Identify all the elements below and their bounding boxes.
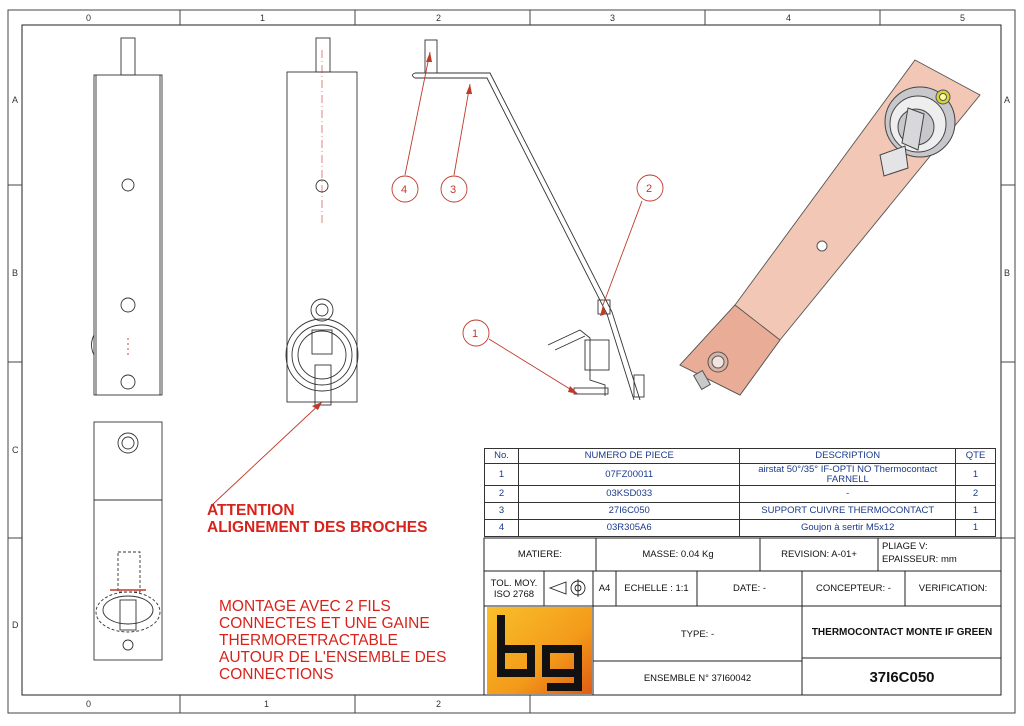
bom-cell-part: 03R305A6 [517,519,741,537]
tolerance-symbol [548,579,586,597]
col-label-0: 0 [86,13,92,23]
montage-line: THERMORETRACTABLE [219,632,398,649]
bom-row: 3 27I6C050 SUPPORT CUIVRE THERMOCONTACT … [484,502,996,520]
montage-line: CONNECTIONS [219,666,334,683]
tb-concepteur: CONCEPTEUR: - [816,583,891,594]
attention-line-2: ALIGNEMENT DES BROCHES [207,519,428,536]
tb-verification: VERIFICATION: [918,583,988,594]
tb-pliage: PLIAGE V: [882,541,928,552]
tb-tol-line2: ISO 2768 [493,588,535,600]
tb-tolerance: TOL. MOY. ISO 2768 [486,573,542,604]
tb-echelle: ECHELLE : 1:1 [624,583,689,594]
isometric-part [679,59,981,396]
bom-cell-qty: 1 [955,519,996,537]
tb-matiere: MATIERE: [517,549,563,560]
row-label-right-a: A [1004,95,1011,105]
col-label-5: 5 [960,13,966,23]
tb-ensemble: ENSEMBLE N° 37I60042 [643,673,752,684]
callout-3 [440,175,468,203]
col-label-bottom-0: 0 [86,699,92,709]
col-label-bottom-1: 1 [264,699,270,709]
bom-cell-qty: 1 [955,502,996,520]
col-label-4: 4 [786,13,792,23]
col-label-2: 2 [436,13,442,23]
tb-type: TYPE: - [680,628,715,640]
tb-drawing-number: 37I6C050 [869,668,935,686]
attention-note: ATTENTION ALIGNEMENT DES BROCHES [207,502,427,536]
tb-masse: MASSE: 0.04 Kg [642,549,714,560]
col-label-3: 3 [610,13,616,23]
tb-epaisseur: EPAISSEUR: mm [882,553,957,565]
bom-table: No. NUMERO DE PIECE DESCRIPTION QTE 1 07… [484,448,996,537]
callout-1-label: 1 [472,328,478,340]
callout-4 [391,175,419,203]
tb-date: DATE: - [732,583,767,594]
row-label-right-b: B [1004,268,1011,278]
bottom-view [93,421,163,661]
tb-format: A4 [598,583,611,594]
montage-line: AUTOUR DE L'ENSEMBLE DES [219,649,447,666]
callout-2 [636,174,664,202]
callout-4-label: 4 [401,184,407,196]
montage-line: MONTAGE AVEC 2 FILS [219,598,391,615]
company-logo [487,607,592,694]
tb-title: THERMOCONTACT MONTE IF GREEN [811,626,993,638]
montage-note: MONTAGE AVEC 2 FILS CONNECTES ET UNE GAI… [219,598,489,683]
row-label-d: D [12,620,19,630]
attention-line-1: ATTENTION [207,502,295,519]
bom-row: 4 03R305A6 Goujon à sertir M5x12 1 [484,519,996,537]
side-view [285,37,359,406]
callout-1 [462,319,490,347]
col-label-bottom-2: 2 [436,699,442,709]
montage-line: CONNECTES ET UNE GAINE [219,615,430,632]
row-label-c: C [12,445,19,455]
callout-2-label: 2 [646,183,652,195]
bom-header-row: No. NUMERO DE PIECE DESCRIPTION QTE [484,448,996,464]
col-label-1: 1 [260,13,266,23]
callout-3-label: 3 [450,184,456,196]
tb-revision: REVISION: A-01+ [781,549,857,560]
row-label-a: A [12,95,19,105]
bom-row: 2 03KSD033 - 2 [484,485,996,503]
front-view [91,37,163,396]
tb-tol-line1: TOL. MOY. [490,577,538,589]
row-label-b: B [12,268,19,278]
bom-cell-desc: Goujon à sertir M5x12 [739,519,957,537]
